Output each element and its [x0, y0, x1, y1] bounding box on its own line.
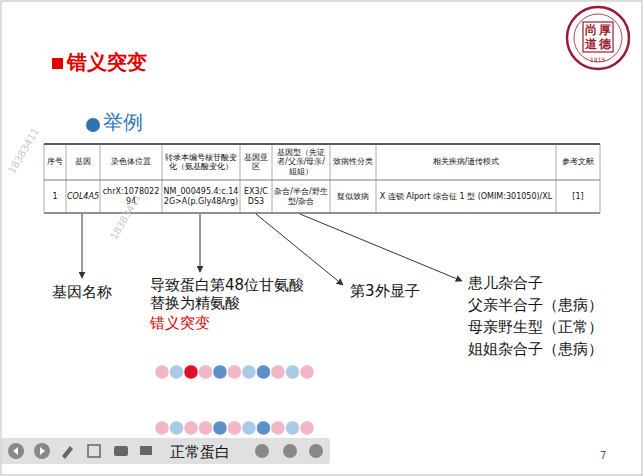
table-cell: 杂合/半合/野生型/杂合: [273, 181, 329, 212]
annotation: 基因名称: [52, 283, 112, 301]
table-cell: 疑似致病: [331, 181, 375, 212]
table-header-cell: 染色体位置: [101, 145, 161, 179]
annotation: 姐姐杂合子（患病）: [468, 340, 603, 358]
table-header-cell: 基因型（先证者/父亲/母亲/姐姐）: [273, 145, 329, 179]
table-header-cell: 相关疾病/遗传模式: [377, 145, 555, 179]
table-cell: COL4A5: [67, 181, 99, 212]
annotation: 导致蛋白第48位甘氨酸替换为精氨酸: [150, 276, 310, 312]
protein-beads: [155, 365, 314, 435]
table-header-cell: 转录本编号核苷酸变化（氨基酸变化）: [163, 145, 239, 179]
table-cell: EX3/CDS3: [241, 181, 271, 212]
leader-lines: [82, 214, 462, 285]
table-cell: X 连锁 Alport 综合征 1 型 (OMIM:301050)/XL: [377, 181, 555, 212]
list-heading: 举例: [103, 110, 143, 134]
annotation: 母亲野生型（正常）: [468, 318, 603, 336]
logo-year: 1915: [590, 56, 605, 63]
table-cell: NM_000495.4:c.142G>A(p.Gly48Arg): [163, 181, 239, 212]
table-header-cell: 基因亚区: [241, 145, 271, 179]
player-toolbar: [0, 438, 330, 464]
annotation-highlight: 错义突变: [150, 314, 210, 332]
page-number: 7: [600, 450, 606, 462]
logo-character: 道: [585, 37, 597, 51]
logo-character: 德: [599, 37, 611, 51]
slide-title: 错义突变: [67, 50, 147, 74]
table-cell: 1: [45, 181, 65, 212]
list-bullet: [86, 118, 100, 132]
title-bullet: [52, 58, 63, 69]
table-header-cell: 致病性分类: [331, 145, 375, 179]
hospital-logo: [567, 7, 629, 69]
logo-character: 尚: [585, 23, 597, 37]
table-cell: [1]: [557, 181, 599, 212]
annotation: 父亲半合子（患病）: [468, 296, 603, 314]
table-header-cell: 基因: [67, 145, 99, 179]
table-header-cell: 参考文献: [557, 145, 599, 179]
annotation: 第3外显子: [350, 282, 420, 300]
annotation: 患儿杂合子: [468, 274, 543, 292]
table-header-cell: 序号: [45, 145, 65, 179]
watermark: 18383411: [6, 126, 42, 176]
bead-caption: 正常蛋白: [170, 443, 230, 461]
logo-character: 厚: [599, 23, 611, 37]
